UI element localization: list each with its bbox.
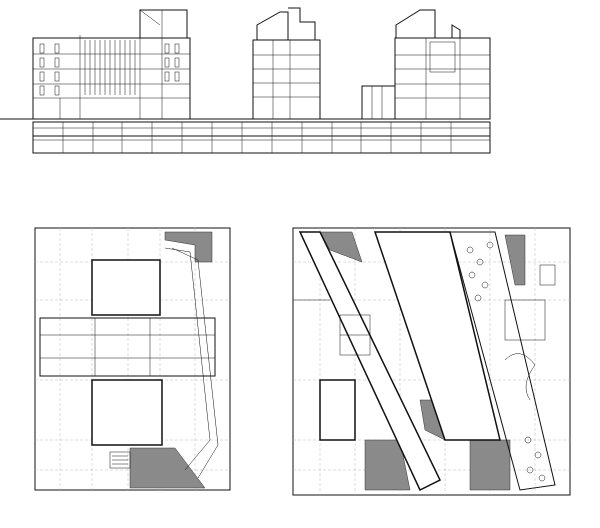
hatched-area <box>164 231 213 263</box>
windows <box>39 43 180 96</box>
building-right <box>361 9 491 120</box>
diagonal-wing <box>298 231 441 492</box>
building-section <box>0 7 491 154</box>
hatched-area <box>469 439 511 491</box>
floor-plan-right <box>292 227 571 496</box>
seating-pattern <box>466 241 546 482</box>
courtyard <box>91 259 161 316</box>
hatched-area <box>364 439 411 491</box>
building-left <box>32 9 191 120</box>
hatched-area <box>129 447 206 489</box>
building-middle <box>252 7 321 120</box>
diagonal-wing <box>449 231 556 491</box>
floor-plan-left <box>34 227 231 491</box>
courtyard <box>91 379 163 446</box>
courtyard <box>319 379 356 441</box>
basement <box>32 121 491 154</box>
hatched-area <box>504 234 526 286</box>
facade-louvres <box>84 40 136 95</box>
central-void <box>373 231 501 441</box>
circulation-core <box>39 317 216 377</box>
hatched-area <box>319 231 363 263</box>
